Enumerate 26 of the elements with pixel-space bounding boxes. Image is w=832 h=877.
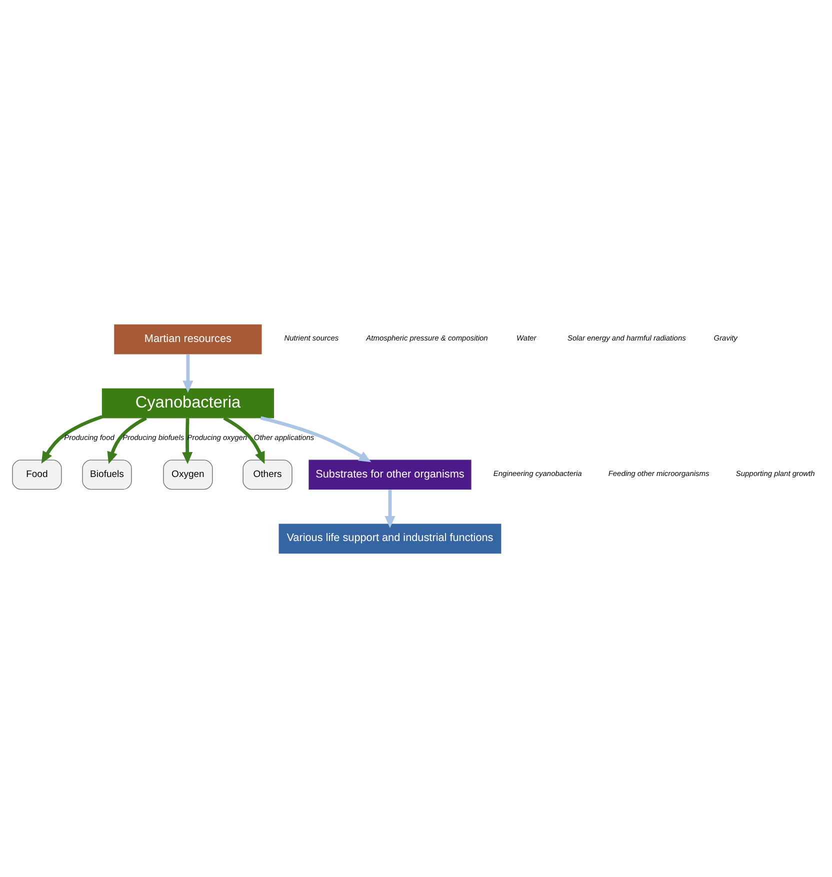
label: Feeding other microorganisms (608, 468, 710, 478)
arrow (182, 354, 194, 392)
arrow (182, 418, 193, 464)
label: Gravity (714, 333, 738, 342)
label: Water (516, 333, 536, 342)
edge-label: Producing food (64, 432, 114, 442)
arrow (223, 416, 265, 464)
node-box: Cyanobacteria (102, 388, 274, 418)
arrow (107, 416, 147, 464)
node-box: Martian resources (114, 324, 262, 354)
label: Nutrient sources (284, 333, 339, 342)
arrow (384, 489, 396, 528)
label: Supporting plant growth (736, 468, 815, 478)
edge-label: Other applications (254, 432, 314, 442)
label: Solar energy and harmful radiations (568, 333, 686, 342)
node-box: Others (242, 459, 292, 490)
arrow (41, 414, 103, 464)
node-box: Biofuels (82, 459, 132, 490)
node-box: Oxygen (163, 459, 213, 490)
node-box: Substrates for other organisms (308, 459, 472, 490)
node-box: Various life support and industrial functions (278, 523, 502, 554)
edge-label: Producing biofuels (122, 432, 184, 442)
arrow (260, 416, 372, 462)
node-box: Food (12, 459, 62, 490)
label: Engineering cyanobacteria (493, 468, 582, 478)
label: Atmospheric pressure & composition (366, 333, 488, 342)
